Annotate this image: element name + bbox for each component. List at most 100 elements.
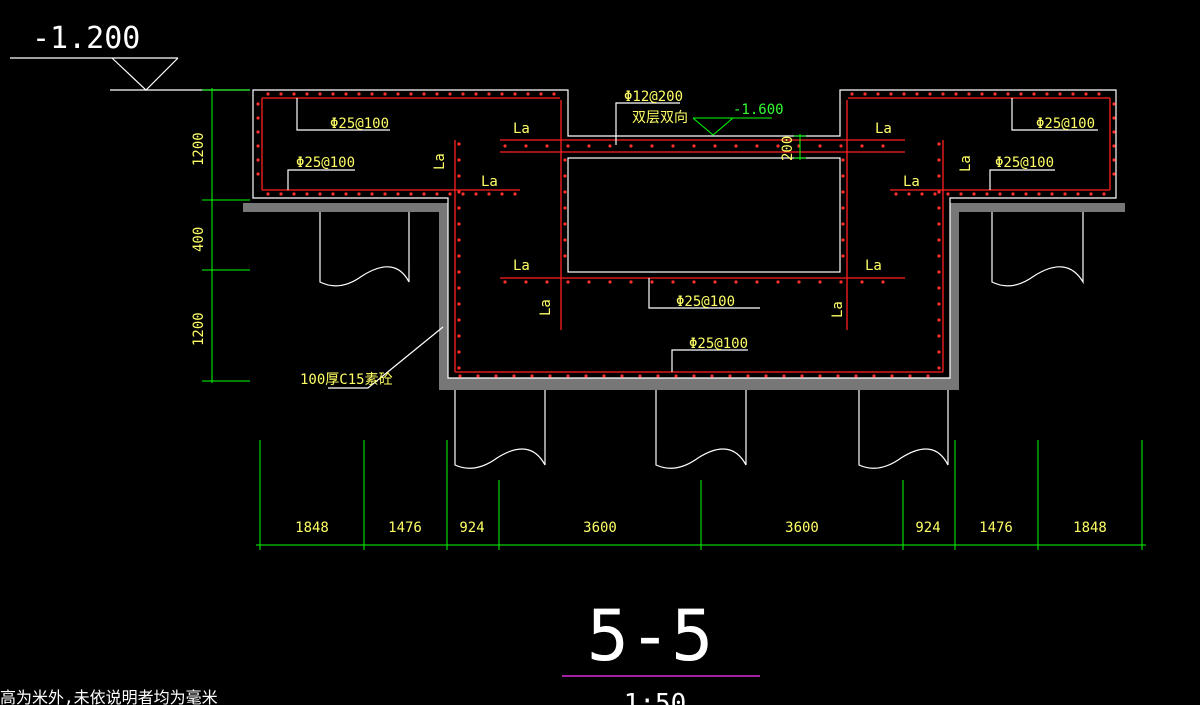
- rebar-dot: [503, 144, 507, 148]
- rebar-label-top-right: Φ25@100: [1036, 116, 1095, 132]
- rebar-dot: [980, 92, 984, 96]
- rebar-dot: [674, 374, 678, 378]
- hdim-2: 924: [459, 520, 484, 536]
- rebar-dot: [461, 92, 465, 96]
- slab-thickness-text: 200: [780, 136, 796, 161]
- rebar-label-bottom: Φ25@100: [689, 336, 748, 352]
- rebar-dot: [457, 206, 461, 210]
- rebar-dot: [545, 280, 549, 284]
- rebar-label-top-left: Φ25@100: [330, 116, 389, 132]
- rebar-dot: [937, 222, 941, 226]
- anchor-label-5: La: [513, 258, 530, 274]
- rebar-dot: [587, 280, 591, 284]
- rebar-dot: [292, 92, 296, 96]
- rebar-dot: [457, 334, 461, 338]
- rebar-dot: [860, 144, 864, 148]
- hdim-3: 3600: [583, 520, 617, 536]
- rebar-dot: [1063, 192, 1067, 196]
- rebar-dot: [876, 92, 880, 96]
- slab-thickness-dim: [794, 134, 806, 160]
- rebar-dot: [937, 190, 941, 194]
- rebar-dot: [396, 92, 400, 96]
- rebar-dot: [836, 374, 840, 378]
- rebar-dot: [457, 254, 461, 258]
- rebar-dot: [461, 192, 465, 196]
- rebar-dot: [266, 92, 270, 96]
- rebar-dot: [797, 280, 801, 284]
- hdim-1: 1476: [388, 520, 422, 536]
- rebar-dot: [487, 92, 491, 96]
- rebar-dot: [839, 280, 843, 284]
- rebar-dot: [513, 92, 517, 96]
- rebar-dot: [548, 374, 552, 378]
- rebar-dot: [503, 280, 507, 284]
- rebar-dot: [933, 192, 937, 196]
- rebar-dot: [474, 92, 478, 96]
- rebar-dot: [841, 174, 845, 178]
- rebar-dot: [1112, 102, 1116, 106]
- rebar-dot: [937, 174, 941, 178]
- rebar-dot: [782, 374, 786, 378]
- rebar-dot: [894, 192, 898, 196]
- vdim-1: 400: [191, 227, 207, 252]
- rebar-dot: [650, 280, 654, 284]
- rebar-dot: [563, 254, 567, 258]
- rebar-dot: [602, 374, 606, 378]
- rebar-dot: [937, 206, 941, 210]
- rebar-dot: [937, 302, 941, 306]
- rebar-dot: [941, 92, 945, 96]
- rebar-note-top-slab: 双层双向: [632, 110, 688, 126]
- rebar-dot: [1050, 192, 1054, 196]
- rebar-dot: [512, 374, 516, 378]
- rebar-dot: [638, 374, 642, 378]
- rebar-dot: [928, 92, 932, 96]
- rebar-dot: [1097, 92, 1101, 96]
- rebar-dot: [458, 374, 462, 378]
- anchor-label-2: La: [875, 121, 892, 137]
- rebar-dot: [937, 318, 941, 322]
- rebar-dot: [513, 192, 517, 196]
- rebar-dot: [920, 192, 924, 196]
- rebar-dot: [841, 222, 845, 226]
- rebar-dot: [476, 374, 480, 378]
- rebar-dot: [457, 270, 461, 274]
- rebar-dot: [457, 238, 461, 242]
- rebar-dot: [890, 374, 894, 378]
- rebar-dot: [671, 144, 675, 148]
- rebar-dot: [563, 190, 567, 194]
- rebar-dot: [357, 192, 361, 196]
- rebar-dot: [1032, 92, 1036, 96]
- rebar-dot: [872, 374, 876, 378]
- rebar-dot: [448, 92, 452, 96]
- general-note: 高为米外,未依说明者均为毫米: [0, 688, 218, 705]
- rebar-dot: [946, 192, 950, 196]
- rebar-dot: [608, 280, 612, 284]
- rebar-dot: [370, 92, 374, 96]
- rebar-dot: [764, 374, 768, 378]
- rebar-dot: [305, 92, 309, 96]
- level-marker-top: -1.200: [10, 21, 250, 91]
- rebar-dot: [457, 158, 461, 162]
- rebar-dot: [937, 286, 941, 290]
- anchor-label-1: La: [513, 121, 530, 137]
- rebar-dot: [850, 92, 854, 96]
- rebar-dot: [539, 92, 543, 96]
- rebar-dot: [692, 280, 696, 284]
- rebar-dot: [1102, 192, 1106, 196]
- rebar-dot: [435, 92, 439, 96]
- rebar-dot: [776, 144, 780, 148]
- rebar-dot: [587, 144, 591, 148]
- rebar-dot: [566, 374, 570, 378]
- rebar-dot: [383, 192, 387, 196]
- rebar-dot: [266, 192, 270, 196]
- rebar-dot: [279, 92, 283, 96]
- rebar-dot: [959, 192, 963, 196]
- rebar-dot: [1076, 192, 1080, 196]
- hdim-6: 1476: [979, 520, 1013, 536]
- rebar-label-mid-slab: Φ25@100: [676, 294, 735, 310]
- rebar-dot: [1112, 116, 1116, 120]
- horizontal-dim-labels: 1848 1476 924 3600 3600 924 1476 1848: [295, 520, 1107, 536]
- rebar-dot: [457, 142, 461, 146]
